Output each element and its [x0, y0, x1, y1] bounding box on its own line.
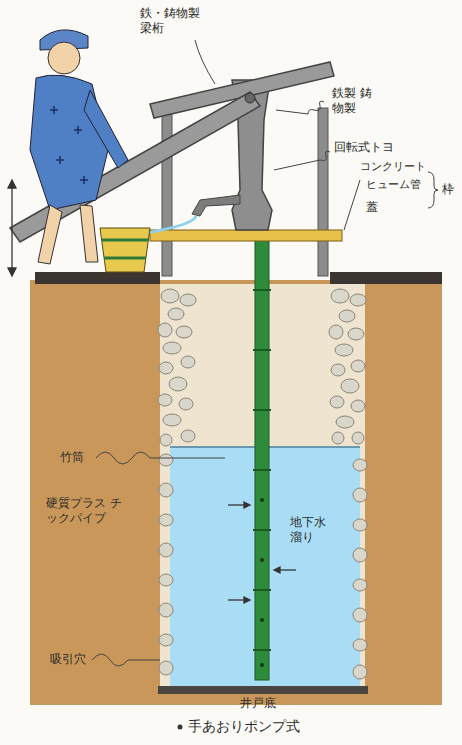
- well-bottom: [158, 686, 368, 694]
- part-label: 硬質プラス チックパイプ: [46, 496, 128, 526]
- soil: [30, 280, 442, 705]
- lid-label: 蓋: [366, 200, 386, 215]
- suction-holes: [260, 498, 264, 667]
- caption: 手あおりポンプ式: [188, 718, 300, 736]
- rotating-spout: [192, 195, 240, 216]
- inflow-arrows: [228, 502, 296, 603]
- bucket: [100, 228, 150, 272]
- support-post: [162, 108, 172, 276]
- pump-material-label: 鉄製 鋳物製: [332, 86, 374, 116]
- ground-surface: [35, 272, 160, 284]
- bucket-bands: [102, 240, 148, 258]
- lid-label: コンクリート: [360, 160, 430, 174]
- concrete-lid: [150, 230, 342, 241]
- beam-label: 鉄・鋳物製 梁桁: [140, 6, 210, 36]
- bamboo-pipe: [255, 232, 269, 680]
- spout-label: 回転式トヨ: [334, 140, 414, 155]
- bullet-dot: [178, 725, 183, 730]
- ground-surface: [330, 272, 442, 284]
- water-label: 地下水 溜り: [290, 515, 334, 545]
- bamboo-nodes: [253, 290, 271, 650]
- leader-lines: [92, 40, 438, 666]
- support-post: [318, 108, 328, 276]
- part-label: 竹筒: [60, 450, 94, 465]
- stroke-arrow: [8, 180, 16, 276]
- lid-label: ヒューム管: [366, 178, 428, 192]
- pivot: [245, 93, 255, 103]
- bottom-label: 井戸底: [240, 696, 290, 711]
- part-label: 吸引穴: [50, 652, 94, 667]
- frame-label: 枠: [442, 182, 458, 197]
